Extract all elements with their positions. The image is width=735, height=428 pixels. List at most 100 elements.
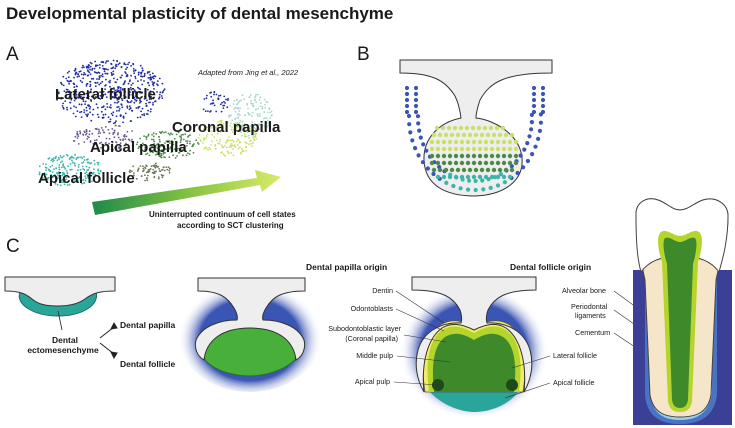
umap-cell-dot [141, 142, 144, 145]
umap-cell-dot [97, 148, 100, 151]
epithelium-b [399, 59, 553, 197]
umap-cell-dot [155, 143, 158, 146]
cell-dot [443, 132, 449, 138]
umap-cell-dot [242, 150, 245, 153]
umap-cell-dot [58, 158, 61, 161]
umap-cell-dot [116, 97, 118, 99]
umap-cell-dot [226, 139, 229, 141]
umap-cell-dot [91, 180, 93, 183]
umap-cell-dot [57, 92, 60, 95]
umap-cell-dot [112, 122, 115, 125]
umap-cell-dot [162, 151, 165, 154]
umap-cell-dot [145, 171, 148, 174]
umap-cell-dot [122, 115, 125, 118]
umap-cell-dot [118, 96, 120, 99]
umap-cell-dot [84, 175, 87, 178]
cell-dot [451, 183, 456, 189]
umap-cell-dot [150, 93, 152, 96]
cell-dot [501, 174, 507, 180]
cell-dot [471, 146, 477, 152]
umap-cell-dot [232, 103, 235, 105]
umap-cell-dot [87, 158, 89, 161]
umap-cell-dot [98, 172, 101, 175]
umap-cell-dot [171, 140, 173, 142]
umap-cell-dot [259, 123, 262, 126]
umap-cell-dot [150, 98, 153, 100]
umap-cell-dot [132, 174, 135, 177]
umap-cell-dot [187, 152, 189, 155]
umap-cell-dot [80, 95, 82, 98]
umap-cell-dot [135, 99, 138, 102]
umap-cell-dot [87, 95, 90, 98]
umap-cell-dot [74, 164, 77, 167]
umap-cell-dot [105, 137, 108, 140]
mesenchyme-leader [57, 310, 63, 331]
umap-cell-dot [245, 146, 248, 149]
umap-cell-dot [152, 135, 155, 138]
umap-cell-dot [171, 133, 174, 136]
umap-cell-dot [130, 170, 133, 173]
umap-cell-dot [243, 98, 246, 101]
umap-cell-dot [94, 81, 97, 84]
umap-cell-dot [210, 144, 213, 146]
cell-dot [483, 139, 489, 145]
umap-cell-dot [83, 182, 85, 184]
umap-cell-dot [156, 91, 159, 93]
umap-cell-dot [147, 168, 150, 171]
cell-dot [483, 174, 489, 180]
citation: Adapted from Jing et al., 2022 [197, 68, 299, 77]
umap-cell-dot [83, 141, 86, 144]
umap-cell-dot [248, 143, 250, 146]
umap-cell-dot [86, 138, 89, 140]
umap-cell-dot [54, 157, 57, 160]
umap-cell-dot [255, 138, 258, 140]
cell-dot [431, 171, 436, 177]
umap-cell-dot [140, 175, 143, 178]
umap-cell-dot [152, 77, 155, 80]
umap-cell-dot [107, 60, 109, 62]
cell-dot [447, 174, 453, 180]
umap-cell-dot [154, 144, 157, 147]
umap-cell-dot [74, 92, 77, 95]
umap-cell-dot [246, 103, 249, 106]
umap-cell-dot [140, 71, 143, 74]
umap-cell-dot [111, 141, 114, 144]
umap-cell-dot [103, 70, 106, 73]
umap-cell-dot [158, 93, 161, 96]
umap-cell-dot [180, 137, 183, 140]
umap-cell-dot [134, 98, 136, 101]
umap-cell-dot [161, 168, 164, 171]
cell-dot [434, 125, 440, 131]
umap-cell-dot [61, 178, 64, 181]
umap-cell-dot [82, 133, 84, 136]
arrow-caption-line1: Uninterrupted continuum of cell states [149, 210, 296, 219]
umap-cell-dot [101, 92, 104, 95]
umap-cell-dot [230, 151, 233, 154]
umap-cell-dot [115, 81, 117, 84]
umap-cell-dot [96, 78, 98, 80]
umap-cell-dot [87, 97, 90, 100]
umap-cell-dot [79, 79, 82, 82]
umap-cell-dot [125, 68, 127, 71]
umap-cell-dot [180, 136, 183, 139]
umap-cell-dot [111, 127, 114, 130]
umap-cell-dot [153, 140, 156, 143]
umap-cell-dot [66, 181, 69, 184]
umap-cell-dot [220, 131, 222, 133]
umap-cell-dot [120, 66, 123, 69]
umap-cell-dot [155, 133, 158, 135]
umap-cell-dot [119, 142, 122, 145]
cell-dot [425, 166, 430, 171]
umap-cell-dot [113, 96, 116, 99]
umap-cell-dot [101, 106, 103, 109]
umap-cell-dot [91, 67, 94, 70]
umap-cell-dot [73, 179, 76, 181]
cell-dot [429, 146, 435, 152]
umap-cell-dot [96, 106, 99, 109]
umap-cell-dot [128, 61, 131, 64]
umap-cell-dot [191, 145, 194, 148]
umap-cell-dot [56, 172, 59, 175]
umap-cell-dot [97, 116, 100, 119]
umap-cell-dot [104, 126, 107, 128]
umap-cell-dot [214, 145, 217, 147]
